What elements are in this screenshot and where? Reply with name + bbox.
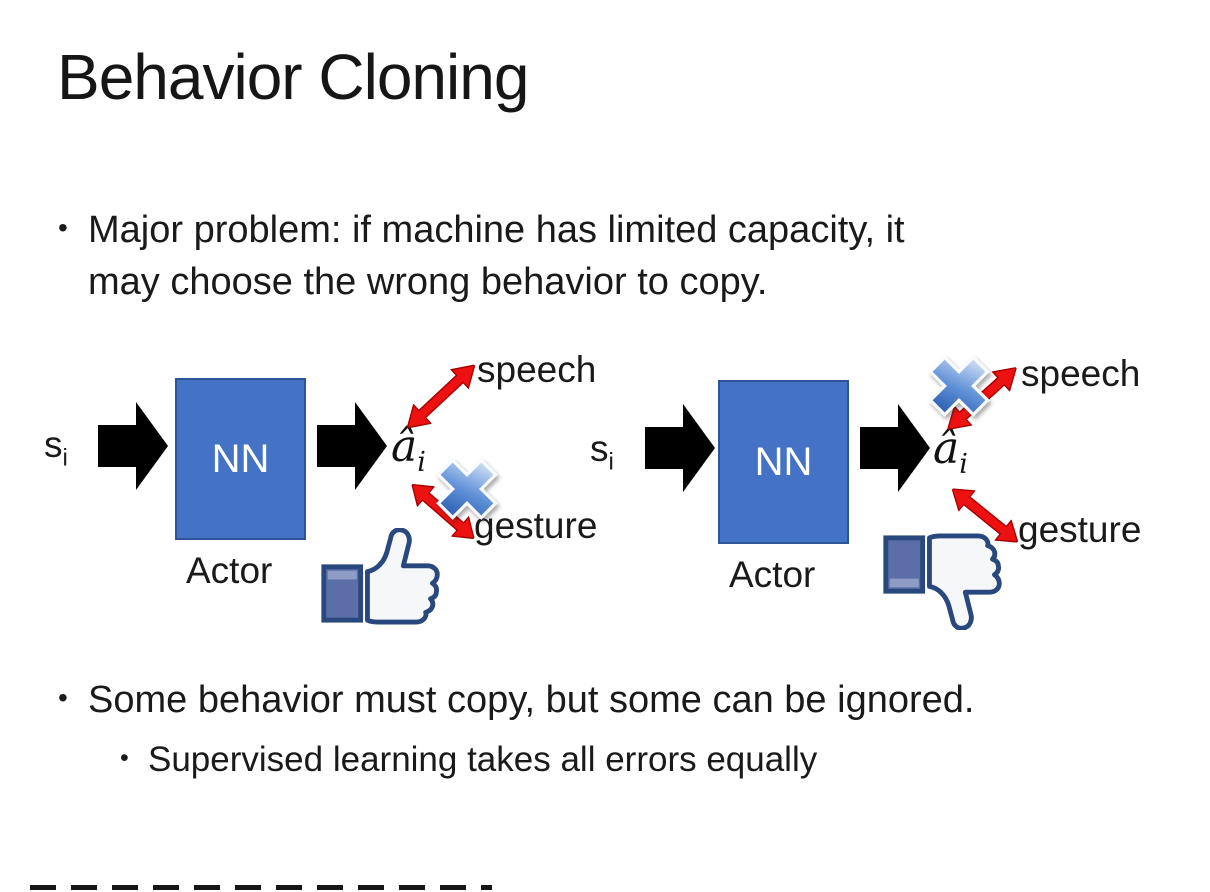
bullet-line: Some behavior must copy, but some can be… bbox=[88, 679, 975, 721]
gesture-label-right: gesture bbox=[1018, 509, 1142, 550]
cross-out-icon-gesture bbox=[434, 456, 500, 522]
action-output-label-left: âi bbox=[391, 421, 426, 478]
state-subscript: i bbox=[62, 444, 68, 472]
speech-arrow-icon bbox=[398, 355, 484, 437]
slide-title: Behavior Cloning bbox=[57, 41, 529, 113]
bullet-dot-icon: • bbox=[120, 744, 129, 772]
actor-caption-left: Actor bbox=[186, 550, 273, 591]
action-subscript: i bbox=[959, 448, 968, 480]
gesture-label-left: gesture bbox=[474, 505, 598, 546]
nn-box-right: NN bbox=[718, 380, 849, 544]
bullet-major-problem: • Major problem: if machine has limited … bbox=[58, 204, 905, 308]
bullet-some-behavior: • Some behavior must copy, but some can … bbox=[58, 674, 974, 726]
action-symbol: â bbox=[933, 423, 960, 474]
state-subscript: i bbox=[608, 448, 614, 476]
state-input-label-right: si bbox=[590, 428, 614, 476]
nn-box-label: NN bbox=[211, 436, 270, 481]
nn-box-left: NN bbox=[175, 378, 306, 540]
state-input-label-left: si bbox=[44, 424, 68, 472]
actor-caption-right: Actor bbox=[729, 554, 816, 595]
input-arrow-icon bbox=[645, 404, 715, 492]
bullet-dot-icon: • bbox=[58, 682, 68, 713]
bullet-supervised-text: Supervised learning takes all errors equ… bbox=[148, 737, 817, 783]
thumbs-up-icon bbox=[318, 528, 446, 625]
bullet-line: Major problem: if machine has limited ca… bbox=[88, 209, 905, 251]
state-symbol: s bbox=[590, 428, 609, 469]
bullet-some-behavior-text: Some behavior must copy, but some can be… bbox=[88, 674, 974, 726]
action-subscript: i bbox=[417, 446, 426, 478]
bullet-dot-icon: • bbox=[58, 212, 68, 243]
cross-out-icon-speech bbox=[926, 353, 992, 419]
state-symbol: s bbox=[44, 424, 63, 465]
input-arrow-icon bbox=[98, 402, 168, 490]
nn-box-label: NN bbox=[754, 439, 813, 484]
bottom-dashed-line bbox=[30, 885, 492, 890]
bullet-major-problem-text: Major problem: if machine has limited ca… bbox=[88, 204, 905, 308]
speech-label-left: speech bbox=[477, 349, 597, 390]
output-arrow-icon bbox=[860, 404, 930, 492]
action-output-label-right: âi bbox=[933, 423, 968, 480]
bullet-line: Supervised learning takes all errors equ… bbox=[148, 740, 818, 779]
action-symbol: â bbox=[391, 421, 418, 472]
thumbs-down-icon bbox=[880, 533, 1008, 630]
bullet-supervised: • Supervised learning takes all errors e… bbox=[120, 737, 817, 783]
speech-label-right: speech bbox=[1021, 353, 1141, 394]
output-arrow-icon bbox=[317, 402, 387, 490]
bullet-line: may choose the wrong behavior to copy. bbox=[88, 261, 768, 304]
